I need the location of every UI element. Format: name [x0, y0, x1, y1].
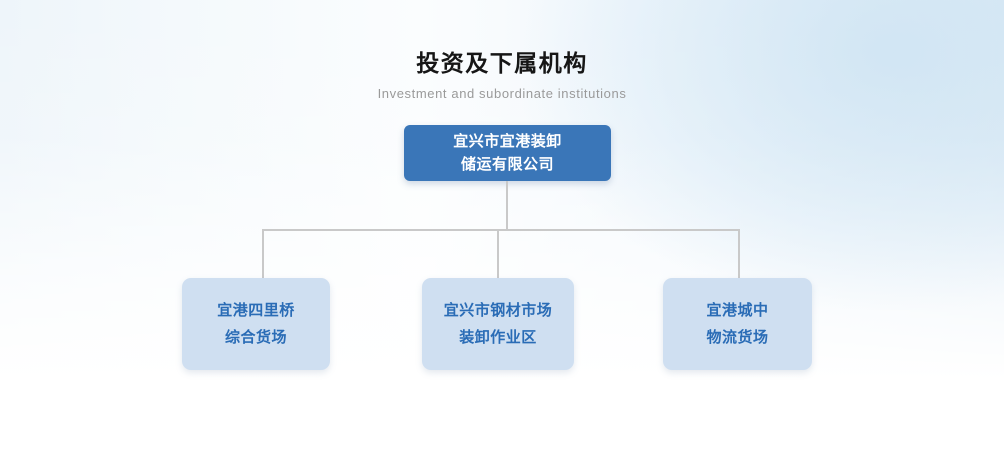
connector-horizontal-bus	[262, 229, 740, 231]
org-node-root[interactable]: 宜兴市宜港装卸 储运有限公司	[404, 125, 611, 181]
org-node-root-label: 宜兴市宜港装卸 储运有限公司	[453, 133, 562, 173]
org-node-child-3[interactable]: 宜港城中 物流货场	[663, 278, 812, 370]
connector-branch-2	[497, 229, 499, 278]
org-node-child-1-label: 宜港四里桥 综合货场	[217, 302, 295, 346]
connector-branch-3	[738, 229, 740, 278]
page-subtitle: Investment and subordinate institutions	[377, 86, 627, 101]
page-title: 投资及下属机构	[416, 50, 588, 76]
connector-branch-1	[262, 229, 264, 278]
org-node-child-2[interactable]: 宜兴市钢材市场 装卸作业区	[422, 278, 574, 370]
page-header: 投资及下属机构 Investment and subordinate insti…	[0, 48, 1004, 104]
org-node-child-3-label: 宜港城中 物流货场	[706, 302, 769, 346]
connector-root-vertical	[506, 181, 508, 231]
org-node-child-2-label: 宜兴市钢材市场 装卸作业区	[443, 302, 553, 346]
org-node-child-1[interactable]: 宜港四里桥 综合货场	[182, 278, 330, 370]
